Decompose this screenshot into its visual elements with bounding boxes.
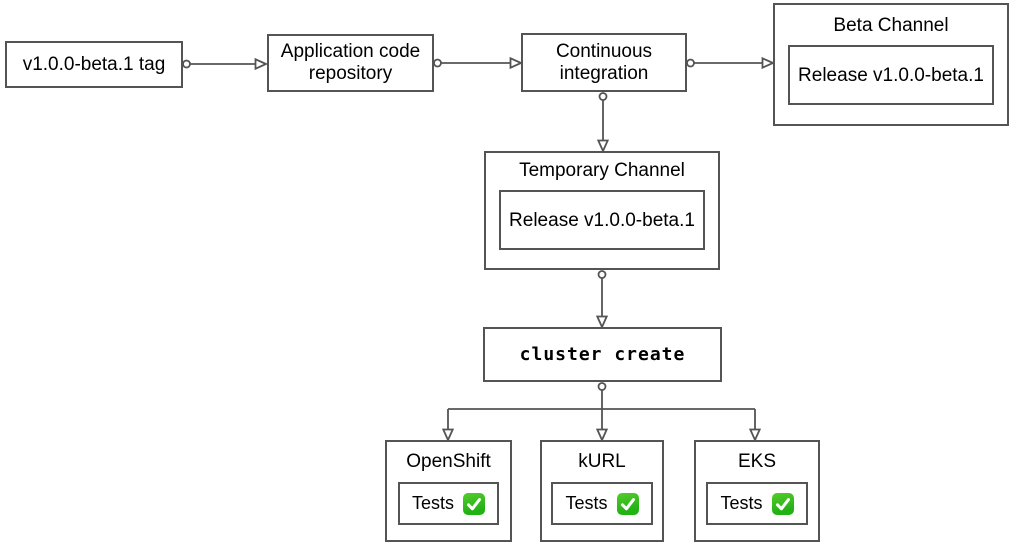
arrowhead-icon bbox=[596, 139, 610, 154]
openshift-title: OpenShift bbox=[406, 451, 491, 472]
beta-channel-title: Beta Channel bbox=[833, 15, 949, 36]
arrowhead-icon bbox=[748, 428, 762, 443]
kurl-title: kURL bbox=[578, 451, 626, 472]
openshift-tests-box: Tests bbox=[397, 482, 499, 525]
node-beta-channel: Beta Channel Release v1.0.0-beta.1 bbox=[773, 3, 1009, 126]
arrowhead-icon bbox=[254, 57, 269, 71]
node-application-code-repository: Application code repository bbox=[267, 34, 434, 92]
arrowhead-icon bbox=[595, 315, 609, 330]
connector-tag-to-repo bbox=[182, 57, 269, 71]
connector-cluster-create-to-platforms bbox=[441, 382, 762, 443]
connector-temporary-channel-to-cluster-create bbox=[595, 270, 609, 330]
node-continuous-integration-label: Continuous integration bbox=[555, 40, 653, 84]
connector-source-dot bbox=[598, 92, 608, 101]
beta-channel-release-box: Release v1.0.0-beta.1 bbox=[788, 45, 994, 105]
check-mark-button-icon bbox=[463, 492, 485, 515]
node-application-code-repository-label: Application code repository bbox=[280, 41, 421, 84]
temporary-channel-title: Temporary Channel bbox=[519, 160, 685, 181]
connector-source-dot bbox=[686, 58, 695, 68]
check-mark-glyph bbox=[467, 497, 481, 510]
beta-channel-release-label: Release v1.0.0-beta.1 bbox=[798, 64, 984, 86]
arrowhead-icon bbox=[595, 428, 609, 443]
kurl-tests-label: Tests bbox=[565, 493, 608, 513]
cluster-create-label: cluster create bbox=[519, 343, 686, 365]
node-cluster-create: cluster create bbox=[483, 327, 722, 382]
check-mark-button-icon bbox=[616, 492, 639, 515]
eks-tests-box: Tests bbox=[706, 482, 808, 525]
temporary-channel-release-label: Release v1.0.0-beta.1 bbox=[509, 209, 695, 231]
check-mark-glyph bbox=[620, 497, 635, 510]
temporary-channel-release-box: Release v1.0.0-beta.1 bbox=[499, 190, 705, 250]
node-platform-eks: EKS Tests bbox=[694, 440, 820, 542]
arrowhead-icon bbox=[509, 56, 524, 70]
node-version-tag: v1.0.0-beta.1 tag bbox=[5, 41, 183, 88]
connector-source-dot bbox=[597, 270, 607, 279]
node-platform-openshift: OpenShift Tests bbox=[385, 440, 512, 542]
openshift-tests-label: Tests bbox=[411, 493, 454, 513]
eks-tests-label: Tests bbox=[720, 493, 763, 513]
connector-repo-to-ci bbox=[433, 56, 524, 70]
check-mark-glyph bbox=[775, 497, 790, 510]
connector-source-dot bbox=[597, 382, 607, 391]
connector-ci-to-beta-channel bbox=[686, 56, 776, 70]
node-temporary-channel: Temporary Channel Release v1.0.0-beta.1 bbox=[484, 151, 720, 270]
check-mark-button-icon bbox=[771, 492, 794, 515]
connector-source-dot bbox=[433, 58, 442, 68]
kurl-tests-box: Tests bbox=[551, 482, 653, 525]
node-version-tag-label: v1.0.0-beta.1 tag bbox=[22, 53, 166, 75]
connector-source-dot bbox=[182, 59, 191, 69]
connector-ci-to-temporary-channel bbox=[596, 92, 610, 154]
node-continuous-integration: Continuous integration bbox=[521, 33, 687, 92]
eks-title: EKS bbox=[737, 451, 777, 472]
arrowhead-icon bbox=[761, 56, 776, 70]
node-platform-kurl: kURL Tests bbox=[540, 440, 664, 542]
arrowhead-icon bbox=[441, 428, 455, 443]
